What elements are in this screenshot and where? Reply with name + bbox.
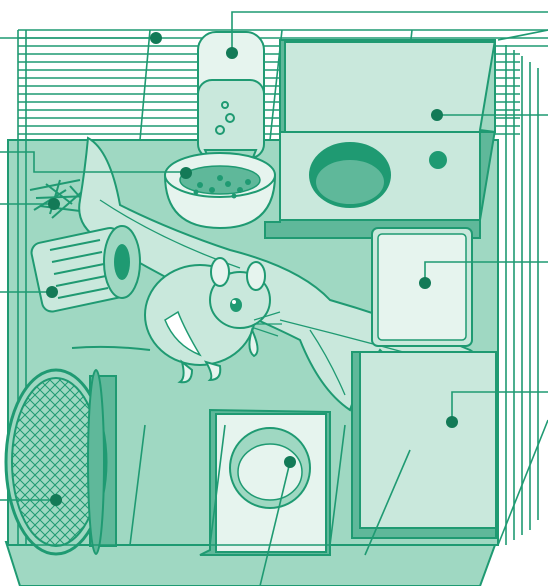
gerbil-eye xyxy=(230,298,242,312)
nest-house xyxy=(265,40,495,238)
platform-box xyxy=(352,352,496,538)
callout-dot-food-bowl xyxy=(180,167,192,179)
callout-dot-water-bottle xyxy=(226,47,238,59)
callout-dot-hay-rack xyxy=(150,32,162,44)
sand-bath xyxy=(200,410,330,555)
callout-dot-litter-tray xyxy=(419,277,431,289)
callout-dot-sand-bath xyxy=(284,456,296,468)
callout-dot-chew-toy xyxy=(46,286,58,298)
callout-dot-platform-box xyxy=(446,416,458,428)
food-bowl xyxy=(165,153,275,228)
callout-dot-exercise-wheel xyxy=(50,494,62,506)
gerbil-ear xyxy=(211,258,229,286)
callout-dot-nest-house xyxy=(431,109,443,121)
exercise-wheel xyxy=(6,370,116,554)
house-vent-hole xyxy=(429,151,447,169)
gerbil-ear xyxy=(247,262,265,290)
callout-dot-bedding-hay xyxy=(48,198,60,210)
